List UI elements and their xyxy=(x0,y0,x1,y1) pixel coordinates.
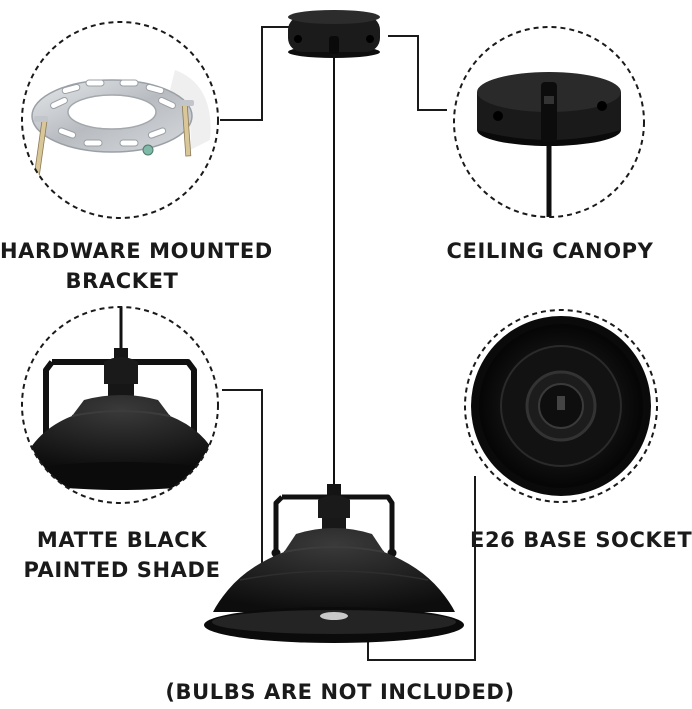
mounting-bracket-icon xyxy=(21,21,219,219)
label-shade-line2: PAINTED SHADE xyxy=(23,558,221,582)
lamp-shade-icon xyxy=(21,306,219,504)
pendant-lamp-icon xyxy=(204,10,464,643)
e26-socket-icon xyxy=(464,309,658,503)
label-socket: E26 BASE SOCKET xyxy=(470,525,692,555)
ceiling-canopy-icon xyxy=(453,26,645,218)
label-shade-line1: MATTE BLACK xyxy=(36,528,208,552)
label-socket-text: E26 BASE SOCKET xyxy=(470,528,692,552)
bulb-note-text: (BULBS ARE NOT INCLUDED) xyxy=(165,680,515,704)
callout-line-socket xyxy=(367,476,476,661)
label-bracket-line2: BRACKET xyxy=(65,269,179,293)
callout-line-bracket xyxy=(220,26,296,121)
label-bracket: HARDWARE MOUNTED BRACKET xyxy=(0,236,273,296)
label-shade: MATTE BLACK PAINTED SHADE xyxy=(12,525,232,585)
bulb-note: (BULBS ARE NOT INCLUDED) xyxy=(150,677,530,707)
label-canopy-text: CEILING CANOPY xyxy=(446,239,654,263)
callout-line-canopy xyxy=(388,35,447,111)
label-canopy: CEILING CANOPY xyxy=(445,236,655,266)
callout-lines xyxy=(220,26,476,661)
label-bracket-line1: HARDWARE MOUNTED xyxy=(0,239,273,263)
